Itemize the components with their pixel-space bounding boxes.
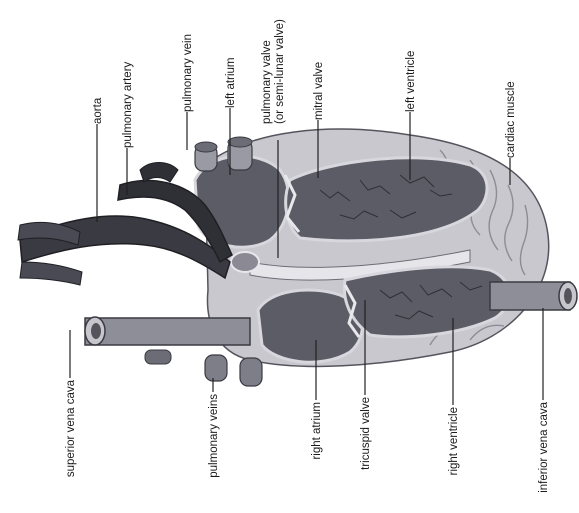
pulmonary-veins-vessel-3 bbox=[145, 350, 171, 364]
inferior-vena-cava-vessel bbox=[490, 282, 570, 310]
label-superior-vena-cava: superior vena cava bbox=[65, 379, 77, 477]
label-left-ventricle: left ventricle bbox=[405, 51, 417, 112]
pulmonary-veins-vessel-2 bbox=[240, 358, 262, 386]
heart-illustration bbox=[18, 129, 577, 386]
superior-vena-cava-vessel bbox=[85, 318, 250, 345]
label-aorta: aorta bbox=[92, 97, 104, 124]
label-pulmonary-vein: pulmonary vein bbox=[182, 34, 194, 112]
label-inferior-vena-cava: inferior vena cava bbox=[538, 401, 550, 492]
label-tricuspid-valve: tricuspid valve bbox=[360, 397, 372, 470]
label-pulmonary-veins: pulmonary veins bbox=[208, 394, 220, 478]
label-pulmonary-valve-line1: pulmonary valve bbox=[261, 40, 273, 124]
pulmonary-artery-branch bbox=[140, 163, 178, 183]
aorta-branch-2 bbox=[20, 262, 82, 285]
label-mitral-valve: mitral valve bbox=[313, 62, 325, 120]
label-pulmonary-valve-line2: (or semi-lunar valve) bbox=[274, 19, 286, 124]
label-cardiac-muscle: cardiac muscle bbox=[505, 81, 517, 158]
pulmonary-valve-shape bbox=[231, 252, 259, 272]
label-pulmonary-artery: pulmonary artery bbox=[122, 61, 134, 148]
label-left-atrium: left atrium bbox=[225, 58, 237, 109]
pulmonary-veins-vessel-1 bbox=[205, 355, 227, 381]
label-right-atrium: right atrium bbox=[311, 402, 323, 460]
label-right-ventricle: right ventricle bbox=[448, 407, 460, 475]
